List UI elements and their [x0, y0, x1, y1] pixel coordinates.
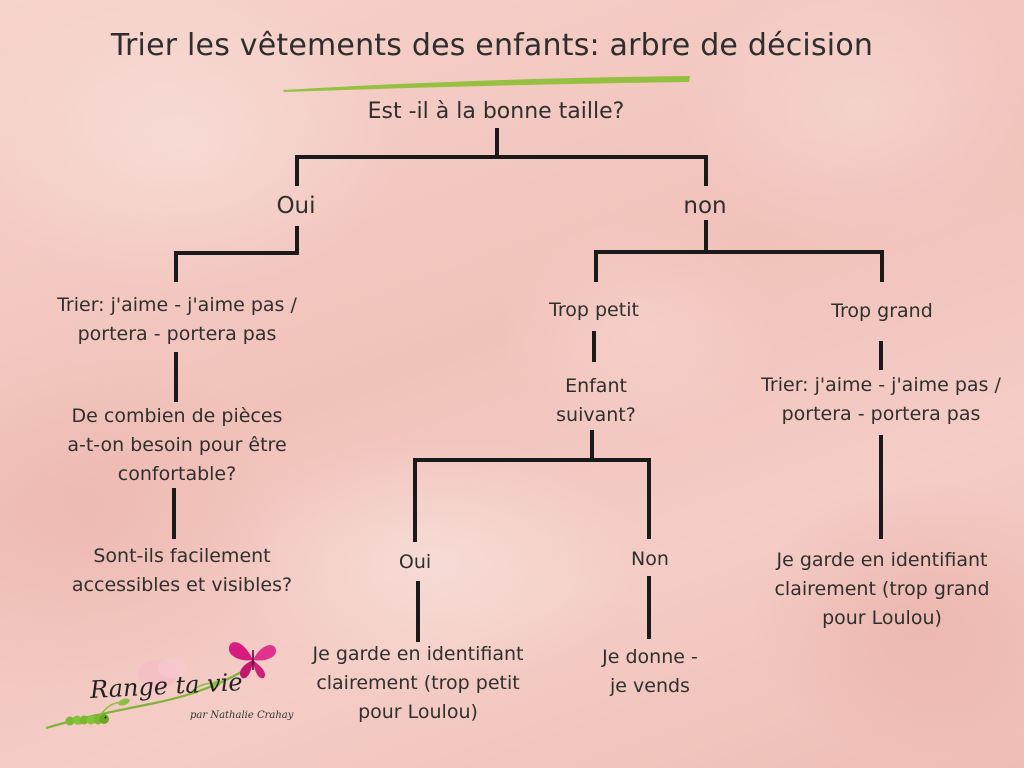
garde-grand-node: Je garde en identifiant clairement (trop… — [760, 546, 1004, 633]
petit-oui-label: Oui — [398, 551, 432, 573]
grand-trier-line-1: Trier: j'aime - j'aime pas / — [761, 374, 1001, 396]
enfant-suivant-node: Enfant suivant? — [536, 372, 656, 430]
root-question-text: Est -il à la bonne taille? — [367, 99, 625, 124]
garde-petit-line-1: Je garde en identifiant — [312, 643, 524, 665]
butterfly-icon — [228, 642, 276, 679]
oui-trier-line-2: portera - portera pas — [77, 323, 277, 345]
garde-petit-line-3: pour Loulou) — [358, 701, 478, 723]
oui-pieces-node: De combien de pièces a-t-on besoin pour … — [46, 402, 308, 489]
grand-trier-node: Trier: j'aime - j'aime pas / portera - p… — [740, 371, 1022, 429]
garde-petit-line-2: clairement (trop petit — [316, 672, 520, 694]
trop-grand-node: Trop grand — [812, 297, 952, 326]
oui-accessibles-node: Sont-ils facilement accessibles et visib… — [44, 542, 320, 600]
oui-accessibles-line-2: accessibles et visibles? — [71, 574, 293, 596]
garde-petit-node: Je garde en identifiant clairement (trop… — [298, 640, 538, 727]
branch-oui: Oui — [244, 191, 348, 221]
oui-pieces-line-2: a-t-on besoin pour être — [67, 434, 287, 456]
caterpillar-icon — [65, 714, 109, 726]
oui-trier-line-1: Trier: j'aime - j'aime pas / — [57, 294, 297, 316]
brand-logo: Range ta vie par Nathalie Crahay — [40, 632, 300, 742]
page-title: Trier les vêtements des enfants: arbre d… — [110, 28, 874, 63]
donne-vends-node: Je donne - je vends — [590, 643, 710, 701]
branch-oui-label: Oui — [276, 193, 316, 219]
branch-non-label: non — [683, 193, 727, 219]
enfant-suivant-line-1: Enfant — [565, 375, 627, 397]
trop-petit-node: Trop petit — [524, 296, 664, 325]
oui-pieces-line-3: confortable? — [117, 463, 237, 485]
brand-byline: par Nathalie Crahay — [190, 710, 294, 721]
enfant-suivant-line-2: suivant? — [556, 404, 636, 426]
root-question: Est -il à la bonne taille? — [336, 97, 656, 127]
petit-oui-node: Oui — [384, 548, 446, 577]
trop-grand-label: Trop grand — [831, 300, 933, 322]
garde-grand-line-1: Je garde en identifiant — [776, 549, 988, 571]
donne-vends-line-1: Je donne - — [602, 646, 698, 668]
title-underline-stroke — [283, 76, 690, 92]
branch-non: non — [653, 191, 757, 221]
oui-trier-node: Trier: j'aime - j'aime pas / portera - p… — [46, 291, 308, 349]
oui-pieces-line-1: De combien de pièces — [71, 405, 283, 427]
garde-grand-line-2: clairement (trop grand — [774, 578, 990, 600]
petit-non-label: Non — [631, 548, 669, 570]
grand-trier-line-2: portera - portera pas — [781, 403, 981, 425]
oui-accessibles-line-1: Sont-ils facilement — [93, 545, 271, 567]
donne-vends-line-2: je vends — [610, 675, 690, 697]
trop-petit-label: Trop petit — [549, 299, 639, 321]
petit-non-node: Non — [618, 545, 682, 574]
garde-grand-line-3: pour Loulou) — [822, 607, 942, 629]
